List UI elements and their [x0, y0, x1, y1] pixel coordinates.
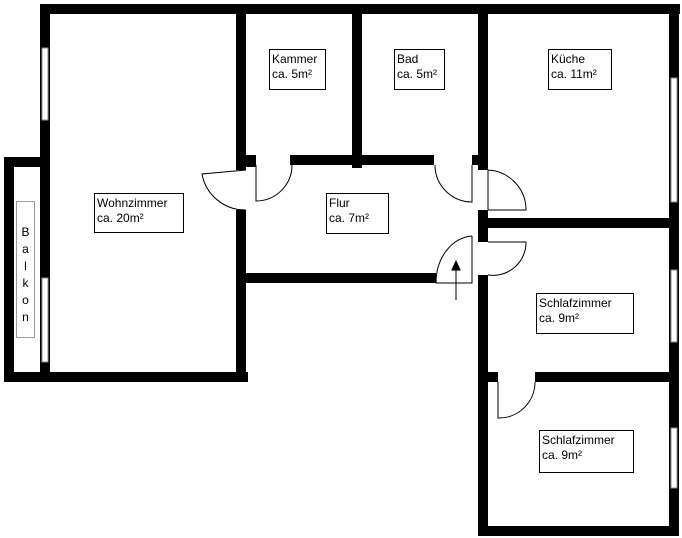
wall: [535, 372, 679, 382]
room-area: ca. 5m²: [272, 67, 313, 81]
room-area: ca. 5m²: [397, 67, 438, 81]
door-swing: [434, 164, 473, 203]
wall: [478, 372, 498, 382]
room-label-schlafzimmer-1: Schlafzimmer ca. 9m²: [536, 293, 634, 334]
window: [670, 77, 678, 203]
wall: [4, 372, 248, 382]
wall: [4, 157, 50, 167]
room-label-kueche: Küche ca. 11m²: [548, 49, 612, 90]
entrance-arrow: [451, 259, 461, 300]
room-name: Schlafzimmer: [539, 296, 612, 310]
room-label-schlafzimmer-2: Schlafzimmer ca. 9m²: [539, 430, 634, 473]
door-swing: [487, 241, 527, 276]
balkon-label: B a l k o n: [16, 201, 35, 338]
room-label-kammer: Kammer ca. 5m²: [269, 49, 326, 90]
balkon-letter: o: [22, 293, 29, 307]
windows: [41, 47, 678, 489]
wall: [4, 157, 14, 382]
door-swing: [435, 235, 473, 284]
room-label-flur: Flur ca. 7m²: [326, 193, 389, 234]
room-area: ca. 9m²: [542, 448, 583, 462]
balkon-letter: B: [21, 225, 30, 239]
door-swing: [497, 381, 536, 419]
door-swing: [255, 164, 293, 202]
balkon-letter: l: [24, 259, 27, 273]
wall: [40, 4, 50, 382]
wall: [478, 275, 488, 535]
room-name: Schlafzimmer: [542, 433, 615, 447]
window: [670, 269, 678, 343]
wall: [478, 526, 679, 536]
window: [41, 47, 49, 121]
wall: [352, 4, 362, 168]
door-swing: [201, 169, 247, 211]
room-name: Wohnzimmer: [97, 196, 168, 210]
room-label-bad: Bad ca. 5m²: [394, 49, 445, 90]
doors: [201, 164, 536, 419]
wall: [290, 155, 434, 165]
door-swing: [487, 169, 527, 211]
balkon-letter: n: [22, 310, 29, 324]
wall: [478, 218, 679, 228]
room-label-wohnzimmer: Wohnzimmer ca. 20m²: [94, 193, 184, 233]
window: [41, 277, 49, 363]
wall: [236, 4, 246, 170]
wall: [246, 155, 256, 167]
balkon-letter: a: [22, 242, 29, 256]
room-name: Kammer: [272, 52, 318, 66]
entrance-arrow-head: [451, 259, 461, 271]
room-name: Küche: [551, 52, 586, 66]
room-name: Flur: [329, 196, 350, 210]
room-area: ca. 7m²: [329, 211, 370, 225]
wall: [246, 273, 436, 283]
window: [670, 427, 678, 489]
wall: [472, 155, 488, 165]
room-area: ca. 20m²: [97, 211, 144, 225]
room-area: ca. 11m²: [551, 67, 597, 81]
wall: [478, 4, 488, 170]
wall: [236, 210, 246, 382]
balkon-letter: k: [22, 276, 29, 290]
room-name: Bad: [397, 52, 419, 66]
room-area: ca. 9m²: [539, 311, 580, 325]
